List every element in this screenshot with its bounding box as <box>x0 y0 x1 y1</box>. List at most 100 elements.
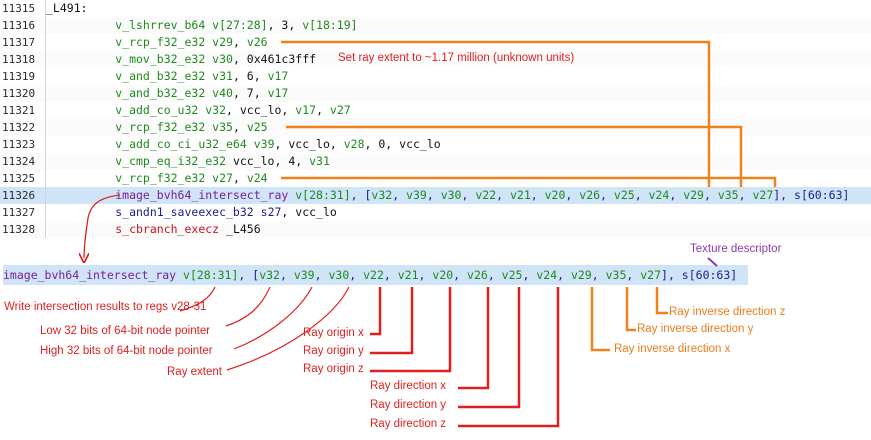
code-token: v27 <box>752 188 774 202</box>
line-number: 11321 <box>2 104 36 117</box>
pointer-node-low <box>225 286 271 327</box>
code-token: v17 <box>267 69 289 83</box>
code-token: _L456 <box>226 222 261 236</box>
gutter-divider <box>45 102 46 119</box>
code-token: v32 <box>205 103 227 117</box>
ray-direction-x-label: Ray direction x <box>370 380 447 392</box>
instruction-token: v24 <box>536 268 558 282</box>
pointer-node-high <box>233 286 313 350</box>
instruction-token: v29 <box>570 268 592 282</box>
instruction-token: v26 <box>467 268 488 282</box>
code-line: 11316 v_lshrrev_b64 v[27:28], 3, v[18:19… <box>0 17 871 34</box>
gutter-divider <box>45 34 46 51</box>
code-token: vcc_lo, 4, <box>232 154 310 168</box>
code-token: v27 <box>329 103 351 117</box>
code-line: 11325 v_rcp_f32_e32 v27, v24 <box>0 170 871 187</box>
code-line: 11327 s_andn1_saveexec_b32 s27, vcc_lo <box>0 204 871 221</box>
gutter-divider <box>45 51 46 68</box>
code-token: s_andn1_saveexec_b32 <box>46 205 261 219</box>
instruction-token: v35 <box>605 268 627 282</box>
code-token: , 6, <box>232 69 268 83</box>
ray-inverse-y-label: Ray inverse direction y <box>637 323 754 335</box>
gutter-divider <box>45 119 46 136</box>
line-number: 11319 <box>2 70 36 83</box>
instruction-token: , <box>591 268 606 282</box>
line-number: 11324 <box>2 155 36 168</box>
line-number: 11318 <box>2 53 36 66</box>
ray-direction-y-label: Ray direction y <box>370 399 447 411</box>
code-token: v26 <box>246 35 268 49</box>
line-number: 11328 <box>2 223 36 236</box>
gutter-divider <box>45 187 46 204</box>
code-token: , <box>669 188 684 202</box>
ray-origin-x-label: Ray origin x <box>303 327 364 339</box>
gutter-divider <box>45 136 46 153</box>
code-token: v26 <box>579 188 601 202</box>
ray-extent-label: Ray extent <box>167 366 222 378</box>
write-results-label: Write intersection results to regs v28-3… <box>4 301 207 313</box>
code-token: v29 <box>683 188 704 202</box>
code-token: v_rcp_f32_e32 <box>46 35 213 49</box>
code-token: v_mov_b32_e32 <box>46 52 213 66</box>
code-token: , <box>738 188 753 202</box>
gutter-divider <box>45 204 46 221</box>
code-token: s_cbranch_execz <box>46 222 227 236</box>
code-token: v35 <box>212 120 233 134</box>
code-token: v39 <box>406 188 427 202</box>
gutter-divider <box>45 68 46 85</box>
code-text: v_cmp_eq_i32_e32 vcc_lo, 4, v31 <box>46 153 330 170</box>
code-token: , vcc_lo, <box>274 137 344 151</box>
code-token: v_rcp_f32_e32 <box>46 171 213 185</box>
code-token: _L491: <box>46 1 88 15</box>
code-line: 11326 image_bvh64_intersect_ray v[28:31]… <box>0 187 871 204</box>
code-token: ], <box>773 188 795 202</box>
code-token: v_add_co_u32 <box>46 103 206 117</box>
pointer-origin-x <box>370 287 382 336</box>
node-low-label: Low 32 bits of 64-bit node pointer <box>40 325 211 337</box>
code-text: v_add_co_u32 v32, vcc_lo, v17, v27 <box>46 102 351 119</box>
line-number: 11326 <box>2 189 36 202</box>
code-text: v_rcp_f32_e32 v27, v24 <box>46 170 267 187</box>
instruction-token: , <box>557 268 571 282</box>
code-line: 11321 v_add_co_u32 v32, vcc_lo, v17, v27 <box>0 102 871 119</box>
line-number: 11327 <box>2 206 36 219</box>
line-number: 11322 <box>2 121 36 134</box>
instruction-token: image_bvh64_intersect_ray <box>3 268 184 282</box>
code-token: v31 <box>212 69 233 83</box>
code-line: 11328 s_cbranch_execz _L456 <box>0 221 871 238</box>
gutter-divider <box>45 17 46 34</box>
code-line: 11318 v_mov_b32_e32 v30, 0x461c3fff <box>0 51 871 68</box>
code-token: v31 <box>309 154 330 168</box>
code-text: s_cbranch_execz _L456 <box>46 221 261 238</box>
instruction-token: ], <box>661 268 682 282</box>
code-token: , <box>600 188 614 202</box>
code-text: v_rcp_f32_e32 v35, v25 <box>46 119 267 136</box>
zoomed-instruction: image_bvh64_intersect_ray v[28:31], [v32… <box>3 265 748 285</box>
code-token: , <box>232 171 247 185</box>
code-text: s_andn1_saveexec_b32 s27, vcc_lo <box>46 204 337 221</box>
instruction-token: , <box>487 268 502 282</box>
instruction-token: , <box>453 268 468 282</box>
code-token: , vcc_lo, <box>226 103 296 117</box>
line-number: 11316 <box>2 19 36 32</box>
code-token: , [ <box>350 188 372 202</box>
code-token: s[60:63] <box>794 188 850 202</box>
code-token: , <box>530 188 545 202</box>
code-line: 11315_L491: <box>0 0 871 17</box>
code-token: v21 <box>509 188 531 202</box>
line-number: 11317 <box>2 36 36 49</box>
instruction-token: v25 <box>501 268 523 282</box>
code-text: v_and_b32_e32 v31, 6, v17 <box>46 68 288 85</box>
pointer-inv-y <box>625 287 636 332</box>
code-token: v25 <box>613 188 635 202</box>
ray-origin-z-label: Ray origin z <box>303 363 364 375</box>
pointer-write-results <box>179 286 216 312</box>
code-text: v_add_co_ci_u32_e64 v39, vcc_lo, v28, 0,… <box>46 136 440 153</box>
pointer-dir-x <box>458 287 490 390</box>
code-token: v17 <box>267 86 289 100</box>
gutter-divider <box>45 221 46 238</box>
code-token: image_bvh64_intersect_ray <box>46 188 296 202</box>
code-token: , 0x461c3fff <box>232 52 317 66</box>
code-token: , <box>703 188 718 202</box>
